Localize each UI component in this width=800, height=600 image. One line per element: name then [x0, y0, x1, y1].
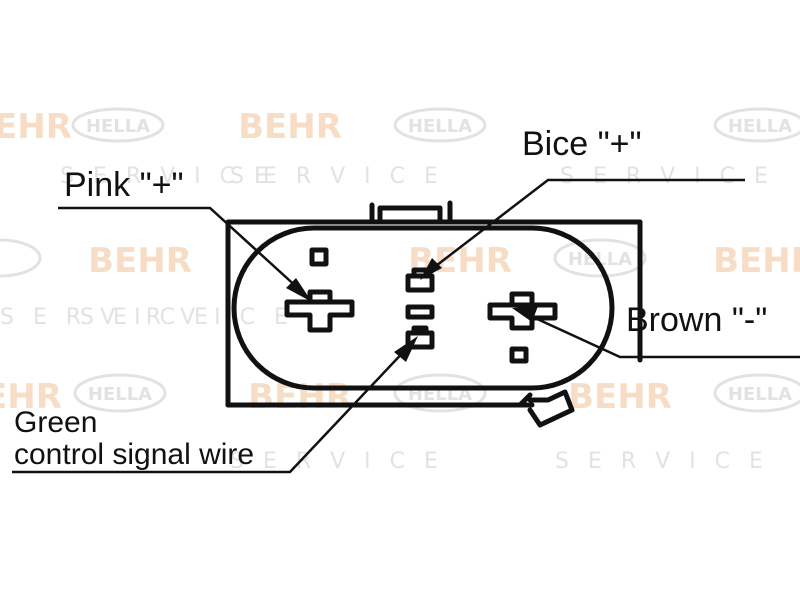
pin-green-terminal	[405, 330, 435, 350]
watermark-behr: BEHR	[0, 107, 72, 147]
hella-logo-watermark	[393, 107, 487, 143]
label-pink-plus: Pink "+"	[64, 166, 184, 204]
watermark-hella: HELLA	[86, 116, 150, 137]
watermark-service: S E R V I C E	[60, 164, 274, 189]
pin-brown-terminal	[487, 302, 558, 331]
watermark-service: S E R V I C E	[555, 449, 769, 474]
connector-face	[231, 225, 615, 391]
label-bice-plus: Bice "+"	[522, 125, 642, 163]
watermark-behr: BEHR	[568, 377, 672, 417]
leader-line-pink	[58, 206, 301, 291]
watermark-behr: BEHR	[238, 107, 342, 147]
watermark-service: S E R V I C E	[230, 164, 444, 189]
arrow-pink	[286, 278, 312, 302]
hella-logo-watermark	[0, 238, 42, 278]
watermark-behr: BEHR	[248, 377, 352, 417]
pin-brown-key	[509, 346, 529, 364]
watermark-behr: BEHR	[88, 241, 192, 281]
pin-brown-terminal-top	[509, 291, 535, 308]
hella-logo-watermark	[73, 373, 167, 413]
watermark-hella: HELLA	[408, 116, 472, 137]
pin-green-terminal-top	[411, 325, 429, 336]
watermark-service: S E R V I C E	[230, 449, 444, 474]
connector-latch	[369, 200, 453, 225]
watermark-hella: HELLA	[728, 116, 792, 137]
leader-line-bice	[427, 178, 745, 273]
watermark-service: S E R V I C E	[0, 305, 214, 330]
hella-logo-watermark	[71, 107, 165, 143]
watermark-behr: BEHR	[713, 241, 800, 281]
watermark-hella: HELLA	[728, 384, 792, 405]
arrow-green	[394, 336, 418, 362]
label-green: Green	[14, 406, 98, 439]
label-control-signal-wire: control signal wire	[14, 438, 255, 471]
hella-logo-watermark	[713, 107, 800, 143]
watermark-hella: HELLA	[568, 249, 632, 270]
leader-line-brown	[521, 310, 800, 359]
hella-logo-watermark	[393, 373, 487, 413]
watermark-hella: HELLA	[88, 384, 152, 405]
watermark-service: S E R V I C E	[560, 164, 774, 189]
pin-pink-key	[309, 247, 329, 267]
hella-logo-watermark	[553, 238, 647, 278]
pin-pink-terminal-top	[307, 289, 333, 305]
watermark-service: S E R V I C E	[80, 305, 294, 330]
pin-bice-terminal	[405, 273, 435, 293]
connector-hook	[527, 389, 575, 428]
pin-center-terminal	[405, 304, 435, 320]
watermark-behr: BEHR	[0, 377, 62, 417]
pin-pink-terminal	[284, 299, 355, 333]
label-brown-minus: Brown "-"	[626, 301, 768, 339]
arrow-brown	[512, 306, 538, 322]
arrow-bice	[420, 258, 442, 280]
hella-logo-watermark	[713, 373, 800, 413]
leader-line-green	[12, 344, 411, 474]
